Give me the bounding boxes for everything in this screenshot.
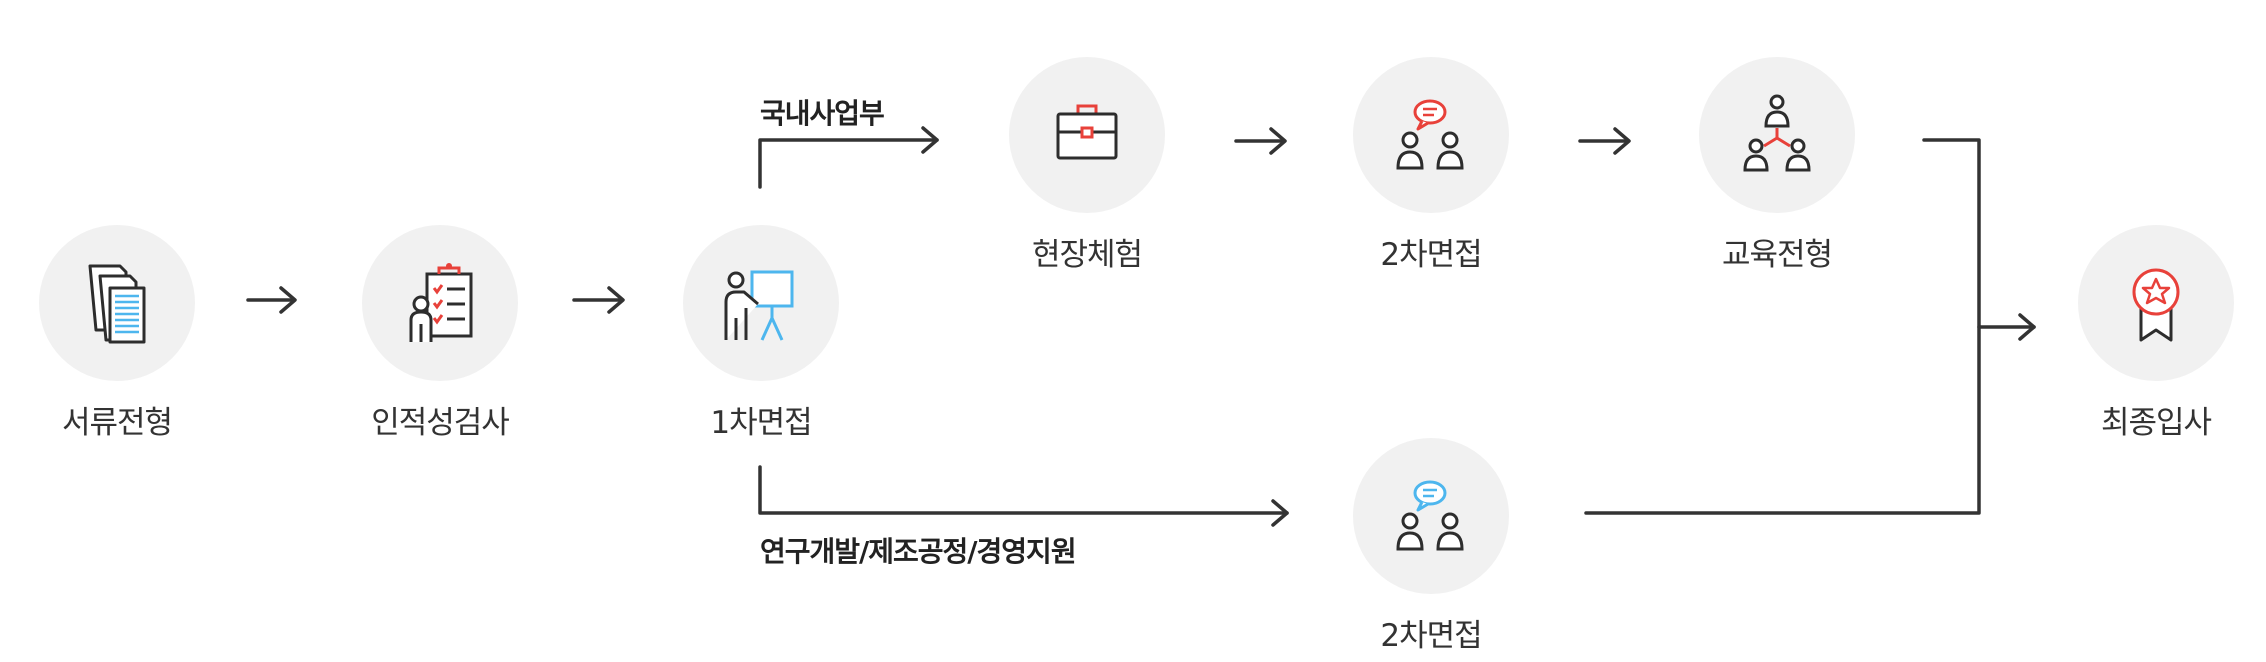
team-network-icon — [1743, 94, 1811, 172]
step-label: 교육전형 — [1721, 237, 1833, 273]
discussion-people-icon — [1396, 480, 1464, 551]
step-training-evaluation: 교육전형 — [1699, 57, 1855, 273]
arrow-4 — [1578, 127, 1631, 155]
step-circle — [1699, 57, 1855, 213]
briefcase-icon — [1056, 104, 1118, 160]
step-label: 2차면접 — [1380, 618, 1482, 654]
step-circle — [1353, 438, 1509, 594]
discussion-people-icon — [1396, 99, 1464, 170]
arrow-2 — [572, 286, 625, 314]
clipboard-checklist-icon — [409, 263, 473, 342]
step-circle — [1009, 57, 1165, 213]
step-label: 1차면접 — [710, 405, 812, 441]
step-aptitude-test: 인적성검사 — [362, 225, 518, 441]
step-second-interview-top: 2차면접 — [1353, 57, 1509, 273]
document-stack-icon — [88, 264, 146, 344]
step-label: 최종입사 — [2100, 405, 2212, 441]
step-circle — [683, 225, 839, 381]
step-document-screening: 서류전형 — [39, 225, 195, 441]
step-label: 2차면접 — [1380, 237, 1482, 273]
step-circle — [2078, 225, 2234, 381]
branch-label-rnd-manufacturing-management: 연구개발/제조공정/경영지원 — [760, 535, 1077, 568]
award-ribbon-icon — [2132, 268, 2180, 342]
step-label: 현장체험 — [1031, 237, 1143, 273]
step-second-interview-bottom: 2차면접 — [1353, 438, 1509, 654]
step-first-interview: 1차면접 — [683, 225, 839, 441]
step-circle — [1353, 57, 1509, 213]
step-circle — [39, 225, 195, 381]
branch-bottom-connector — [758, 465, 1289, 527]
step-final-hire: 최종입사 — [2078, 225, 2234, 441]
step-circle — [362, 225, 518, 381]
step-label: 인적성검사 — [371, 405, 510, 441]
step-label: 서류전형 — [61, 405, 173, 441]
arrow-3 — [1234, 127, 1287, 155]
arrow-1 — [246, 286, 297, 314]
branch-label-domestic: 국내사업부 — [760, 97, 885, 130]
presenter-board-icon — [724, 270, 794, 341]
step-field-experience: 현장체험 — [1009, 57, 1165, 273]
branch-top-connector — [758, 126, 939, 189]
merge-connector — [1584, 138, 2036, 515]
